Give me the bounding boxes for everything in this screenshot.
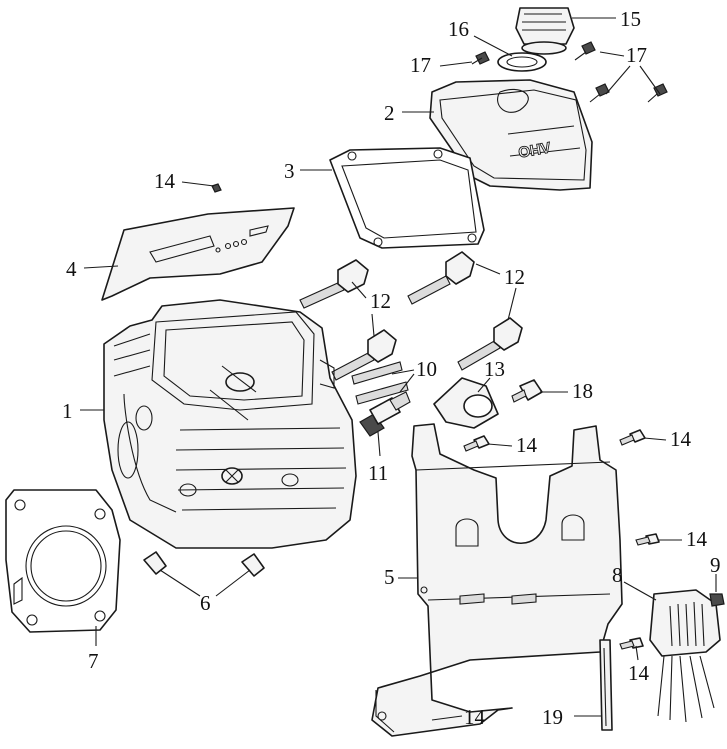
shroud-bolt [619,429,646,446]
callout-5: 5 [384,565,395,589]
dowel-pin [241,553,265,577]
regulator-nut [709,593,725,607]
shroud-bolt [619,637,644,650]
callout-7: 7 [88,649,99,673]
leader-lines [80,17,717,721]
callout-18: 18 [572,379,593,403]
callout-9: 9 [710,553,721,577]
callout-10: 10 [416,357,437,381]
callout-2: 2 [384,101,395,125]
cylinder-head-bolt [331,329,397,381]
callout-3: 3 [284,159,295,183]
dowel-pin [143,551,167,575]
callout-1: 1 [62,399,73,423]
callout-14: 14 [516,433,538,457]
cylinder-head-gasket [5,489,121,633]
callout-13: 13 [484,357,505,381]
callout-8: 8 [612,563,623,587]
callout-12: 12 [504,265,525,289]
shroud-bolt [463,435,490,452]
cylinder-head-bolt [299,259,369,309]
oil-filler-cap [515,7,575,55]
plate-screw [211,183,222,193]
callout-15: 15 [620,7,641,31]
cover-bolt [589,83,610,103]
stud-bolt [355,381,409,405]
callout-14: 14 [686,527,708,551]
callout-14: 14 [628,661,650,685]
temperature-sensor [359,391,411,437]
flange-bolt [511,379,543,403]
cylinder-head-shroud [371,423,623,737]
cylinder-head-bolt [457,317,523,371]
stud-bolt [351,361,403,385]
callout-6: 6 [200,591,211,615]
callout-17: 17 [626,43,647,67]
cover-bolt [574,41,596,61]
intake-insulator-flange [433,377,499,429]
callout-11: 11 [368,461,388,485]
rocker-cover-gasket [329,147,485,249]
callout-14: 14 [464,705,486,729]
air-deflector-plate [101,207,295,301]
callout-17: 17 [410,53,431,77]
cylinder-head-bolt [407,251,475,305]
cover-bolt [471,51,490,65]
callout-12: 12 [370,289,391,313]
guide-rod [599,639,613,731]
cover-bolt [647,83,668,103]
voltage-regulator [649,589,721,723]
callout-14: 14 [154,169,176,193]
cylinder-head [103,299,357,549]
callout-16: 16 [448,17,469,41]
callout-19: 19 [542,705,563,729]
callout-4: 4 [66,257,77,281]
filler-cap-seal-ring [497,52,547,72]
shroud-bolt [635,533,660,546]
callout-14: 14 [670,427,692,451]
ohv-marking: OHV [517,139,552,161]
